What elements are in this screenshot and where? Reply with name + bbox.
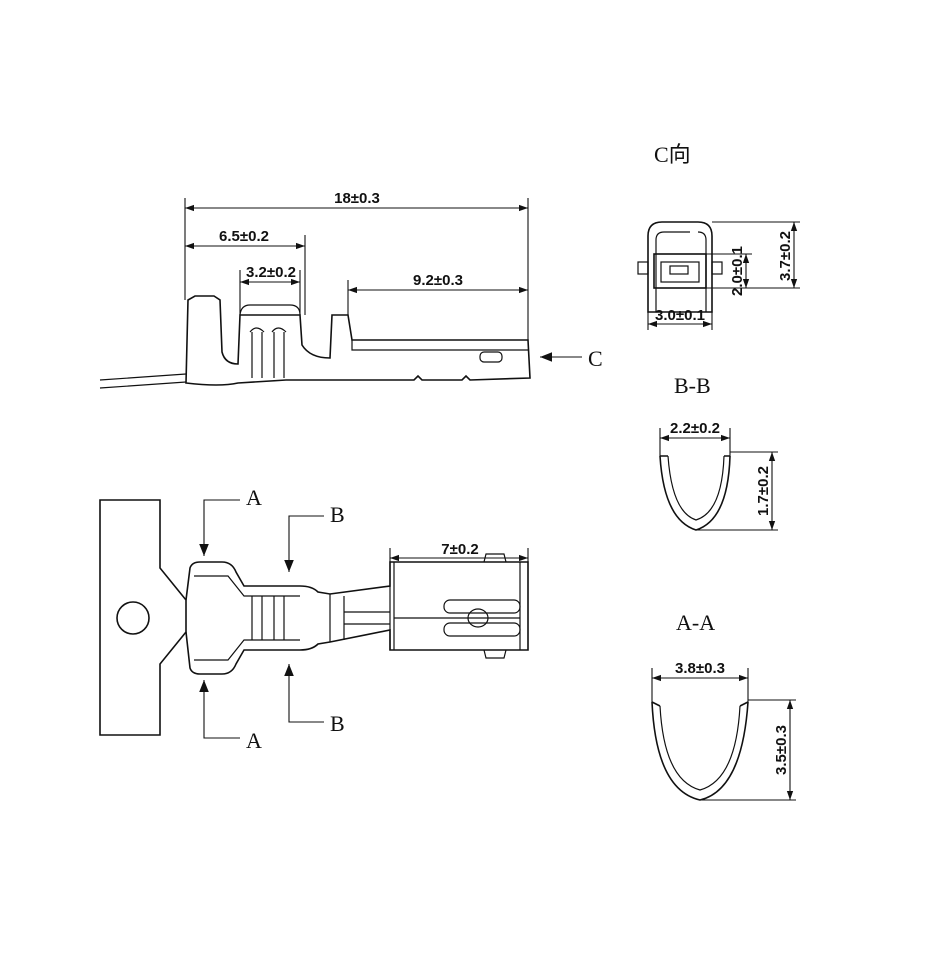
contact-box-inner [393,562,521,650]
crimp-serrations [251,596,285,640]
c-view-opening [660,261,700,283]
c-view-lance-right [711,261,723,275]
spring-slot-top [443,599,521,614]
c-view-slot [669,265,689,275]
section-aa-outer [651,701,749,801]
contact-window [479,351,503,363]
view-c-arrow-label: C [588,346,603,371]
carrier-wire [99,373,187,389]
section-a-top-label: A [246,485,262,510]
section-b-top-marker [284,515,324,572]
spring-slot-bottom [443,622,521,637]
section-b-top-label: B [330,502,345,527]
c-view-title: C向 [654,142,691,167]
dim-c-width: 3.0±0.1 [655,307,705,324]
dim-aa-height: 3.5±0.3 [773,725,790,775]
section-b-bottom-marker [284,664,324,723]
section-b-bottom-label: B [330,711,345,736]
c-view-outer [647,221,713,313]
dim-wire-crimp-width: 3.2±0.2 [246,264,296,281]
side-view: 18±0.3 6.5±0.2 3.2±0.2 9.2±0.3 C [99,190,603,389]
section-a-bottom-marker [199,680,240,739]
dim-overall-length: 18±0.3 [334,190,380,207]
contact-dimple [467,608,489,628]
terminal-side-outline [185,295,531,386]
top-view: 7±0.2 A A B B [99,485,529,753]
dim-box-length: 7±0.2 [441,541,478,558]
section-a-top-marker [199,499,240,556]
section-bb: B-B 2.2±0.2 1.7±0.2 [659,373,778,531]
terminal-top-outline [185,561,529,675]
dim-bb-height: 1.7±0.2 [755,466,772,516]
pilot-hole [116,601,150,635]
crimp-ribs [251,332,285,378]
section-bb-title: B-B [674,373,711,398]
transition-lines [329,586,391,650]
insulation-crimp-inner [194,575,300,661]
section-a-bottom-label: A [246,728,262,753]
section-aa-inner [659,705,741,791]
dim-contact-length: 9.2±0.3 [413,272,463,289]
carrier-strip [99,499,187,736]
c-view: C向 3.0±0.1 2.0±0.1 3.7±0.2 [637,142,800,330]
section-bb-outer [659,455,731,531]
dim-c-outer-height: 3.7±0.2 [777,231,794,281]
dim-c-inner-height: 2.0±0.1 [729,246,746,296]
section-bb-inner [667,455,725,521]
crimp-rib-tops [249,327,287,333]
section-aa: A-A 3.8±0.3 3.5±0.3 [651,610,796,801]
wire-crimp-top [239,304,301,316]
dim-crimp-to-wire: 6.5±0.2 [219,228,269,245]
c-view-lance-left [637,261,649,275]
contact-edge [351,340,528,351]
section-aa-title: A-A [676,610,715,635]
box-center-lines [344,611,390,625]
locking-lances [483,553,507,659]
c-view-spring [655,231,707,312]
c-view-box [653,253,707,289]
dim-aa-width: 3.8±0.3 [675,660,725,677]
dim-bb-width: 2.2±0.2 [670,420,720,437]
